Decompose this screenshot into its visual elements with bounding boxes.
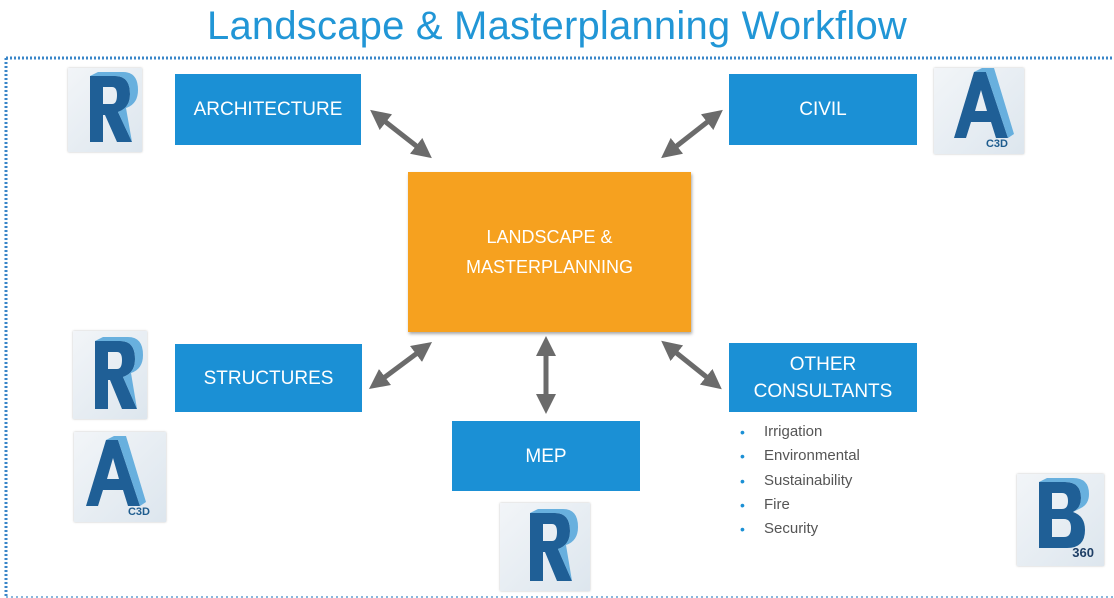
- other-consultants-list: •Irrigation •Environmental •Sustainabili…: [738, 420, 860, 541]
- civil-box: CIVIL: [729, 74, 917, 145]
- arrow-other: [661, 340, 722, 390]
- civil-3d-badge: C3D: [127, 506, 150, 518]
- civil-3d-badge: C3D: [985, 138, 1008, 150]
- list-item: •Sustainability: [740, 471, 853, 489]
- mep-label: MEP: [525, 445, 567, 467]
- civil-label: CIVIL: [799, 99, 847, 120]
- revit-icon: [73, 331, 147, 419]
- revit-icon: [68, 68, 142, 152]
- civil-3d-icon: C3D: [934, 68, 1024, 154]
- arrow-architecture: [370, 109, 432, 159]
- arrow-structures: [368, 342, 433, 389]
- center-label-line-2: MASTERPLANNING: [465, 257, 634, 277]
- other-label-line-2: CONSULTANTS: [753, 380, 893, 402]
- page-title: Landscape & Masterplanning Workflow: [207, 4, 907, 48]
- other-label-line-1: OTHER: [789, 353, 857, 375]
- other-consultants-box: OTHER CONSULTANTS: [729, 343, 917, 412]
- revit-icon: [500, 503, 590, 591]
- center-label-line-1: LANDSCAPE &: [486, 227, 613, 247]
- structures-box: STRUCTURES: [175, 344, 362, 412]
- mep-box: MEP: [452, 421, 640, 491]
- structures-label: STRUCTURES: [203, 367, 334, 389]
- bim-360-badge: 360: [1072, 545, 1094, 560]
- list-item: •Fire: [740, 495, 790, 513]
- landscape-masterplanning-box: LANDSCAPE & MASTERPLANNING: [408, 172, 691, 332]
- list-item: •Security: [740, 520, 819, 538]
- bim-360-icon: 360: [1017, 474, 1104, 566]
- architecture-box: ARCHITECTURE: [175, 74, 361, 145]
- list-item: •Environmental: [740, 447, 860, 465]
- architecture-label: ARCHITECTURE: [193, 99, 343, 120]
- civil-3d-icon: C3D: [74, 432, 166, 522]
- arrow-civil: [661, 109, 723, 159]
- list-item: •Irrigation: [740, 423, 823, 440]
